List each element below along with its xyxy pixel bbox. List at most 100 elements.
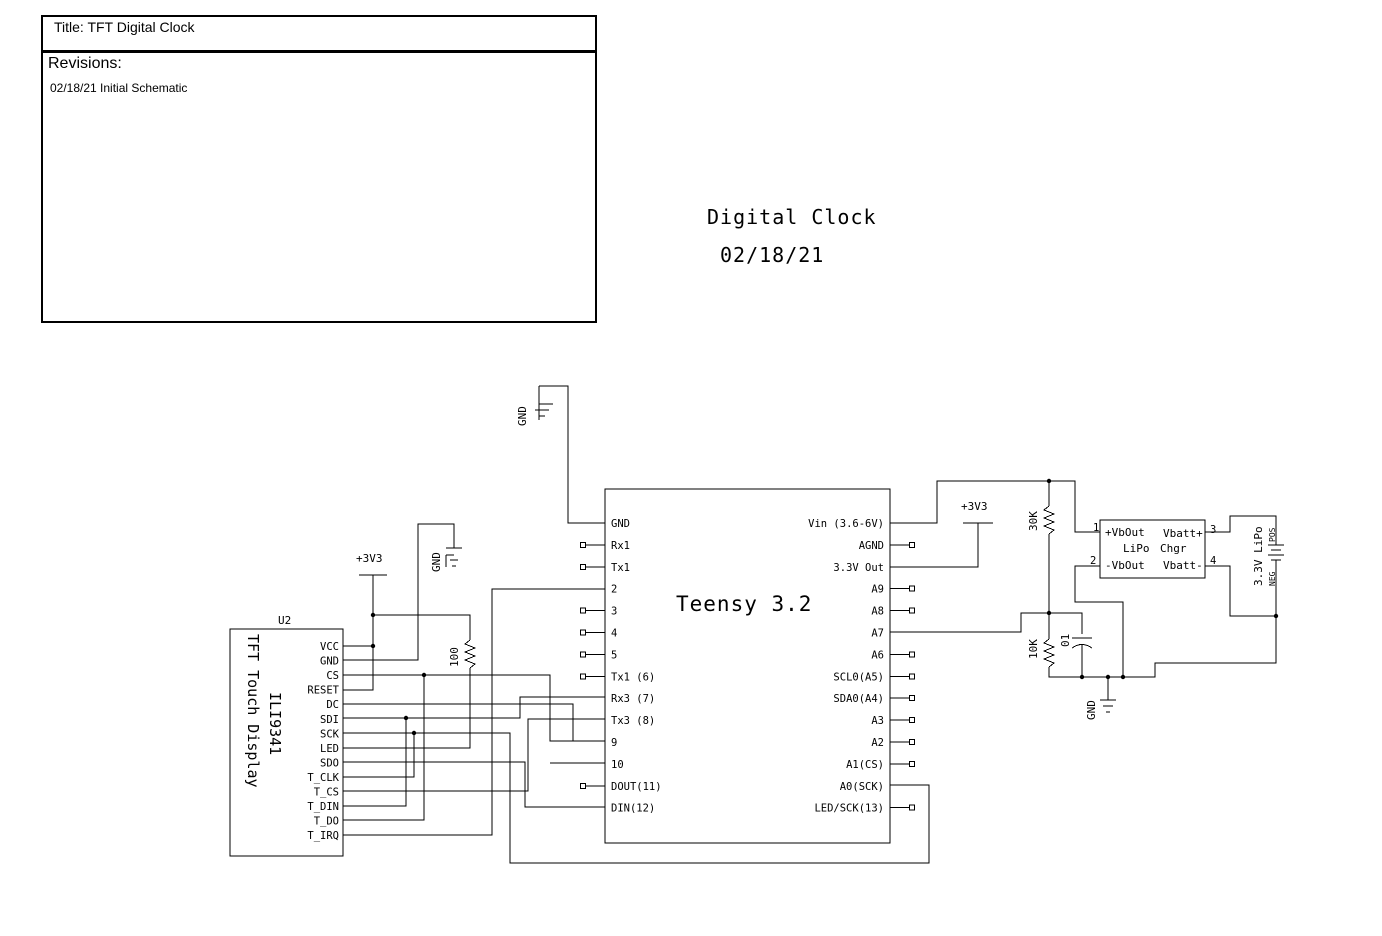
teensy-right-terminal-6 xyxy=(909,651,915,658)
display-pin-8: SDO xyxy=(320,757,339,769)
teensy-pin-left-8: Rx3 (7) xyxy=(611,693,655,705)
teensy-left-terminal-1 xyxy=(580,541,586,548)
teensy-pin-left-2: Tx1 xyxy=(611,562,630,574)
revision-entry: 02/18/21 Initial Schematic xyxy=(50,81,187,95)
display-pin-3: RESET xyxy=(307,685,339,697)
display-title: TFT Touch Display xyxy=(244,634,262,788)
teensy-right-terminal-1 xyxy=(909,541,915,548)
resistor-10k-label: 10K xyxy=(1027,639,1040,659)
charger-vbatt-minus: Vbatt- xyxy=(1163,559,1203,572)
charger-name-line2: Chgr xyxy=(1160,542,1187,555)
charger-vbout-minus: -VbOut xyxy=(1105,559,1145,572)
resistor-30k-label: 30K xyxy=(1027,511,1040,531)
teensy-right-terminal-10 xyxy=(909,739,915,745)
teensy-right-terminal-3 xyxy=(909,585,915,592)
teensy-pin-left-4: 3 xyxy=(611,606,617,618)
teensy-right-terminal-11 xyxy=(909,760,915,767)
display-pin-0: VCC xyxy=(320,641,339,653)
teensy-pin-right-7: SCL0(A5) xyxy=(833,671,884,683)
charger-pin-4: 4 xyxy=(1210,555,1216,567)
battery-pos: POS xyxy=(1268,527,1277,542)
v33-symbol-display: +3V3 xyxy=(343,552,471,691)
display-pin-1: GND xyxy=(320,656,339,668)
gnd-symbol-display: GND xyxy=(343,523,462,661)
teensy-pin-left-3: 2 xyxy=(611,584,617,596)
teensy-pin-right-13: LED/SCK(13) xyxy=(814,803,884,815)
teensy-pin-left-6: 5 xyxy=(611,649,617,661)
teensy-pin-right-1: AGND xyxy=(859,540,884,552)
capacitor-label: 01 xyxy=(1059,634,1072,647)
battery-neg: NEG xyxy=(1268,571,1277,586)
teensy-pin-right-0: Vin (3.6-6V) xyxy=(808,518,884,530)
charger-vbatt-plus: Vbatt+ xyxy=(1163,527,1203,540)
gnd-label-display: GND xyxy=(430,552,443,572)
title-text: Title: TFT Digital Clock xyxy=(54,19,196,35)
teensy-pin-left-0: GND xyxy=(611,518,630,530)
display-pin-13: T_IRQ xyxy=(307,830,339,842)
display-ref: U2 xyxy=(278,614,291,627)
display-pin-9: T_CLK xyxy=(307,772,339,784)
gnd-label-divider: GND xyxy=(1085,700,1098,720)
display-pin-5: SDI xyxy=(320,714,339,726)
teensy-right-terminal-8 xyxy=(909,695,915,702)
teensy-pin-right-12: A0(SCK) xyxy=(840,781,884,793)
v33-label-teensy: +3V3 xyxy=(961,500,988,513)
teensy-left-terminal-5 xyxy=(580,629,586,636)
resistor-100: 100 xyxy=(343,639,477,749)
charger-vbout-plus: +VbOut xyxy=(1105,526,1145,539)
display-pins: VCCGNDCSRESETDCSDISCKLEDSDOT_CLKT_CST_DI… xyxy=(307,641,339,842)
display-module: U2 ILI9341 TFT Touch Display VCCGNDCSRES… xyxy=(229,614,344,857)
display-pin-10: T_CS xyxy=(314,787,339,799)
gnd-symbol-teensy: GND xyxy=(516,385,605,524)
display-pin-6: SCK xyxy=(320,728,340,740)
title-block: Title: TFT Digital Clock Revisions: 02/1… xyxy=(41,15,597,323)
teensy-pin-right-2: 3.3V Out xyxy=(833,562,884,574)
lipo-charger: +VbOut -VbOut Vbatt+ Vbatt- LiPo Chgr 1 … xyxy=(1090,515,1279,619)
teensy-pin-left-13: DIN(12) xyxy=(611,803,655,815)
display-pin-11: T_DIN xyxy=(307,801,339,813)
teensy-right-terminal-9 xyxy=(909,717,915,724)
teensy-left-terminal-12 xyxy=(580,782,586,789)
display-chip-name: ILI9341 xyxy=(266,692,284,755)
teensy-pin-right-11: A1(CS) xyxy=(846,759,884,771)
teensy-right-terminal-4 xyxy=(909,607,915,614)
power-divider: 30K 10K 01 GND xyxy=(890,478,1277,720)
teensy-pin-right-5: A7 xyxy=(871,628,884,640)
teensy-pin-left-11: 10 xyxy=(611,759,624,771)
display-pin-4: DC xyxy=(326,699,339,711)
teensy-pin-right-4: A8 xyxy=(871,606,884,618)
charger-name-line1: LiPo xyxy=(1123,542,1150,555)
charger-pin-2: 2 xyxy=(1090,555,1096,567)
teensy-pin-right-10: A2 xyxy=(871,737,884,749)
teensy-pin-left-5: 4 xyxy=(611,628,617,640)
teensy-left-terminal-4 xyxy=(580,607,586,614)
v33-symbol-teensy: +3V3 xyxy=(890,500,993,568)
v33-label-display: +3V3 xyxy=(356,552,383,565)
teensy-left-terminal-7 xyxy=(580,673,586,680)
teensy-left-terminal-6 xyxy=(580,651,586,658)
display-pin-12: T_DO xyxy=(314,816,339,828)
display-pin-7: LED xyxy=(320,743,339,755)
teensy-pin-right-8: SDA0(A4) xyxy=(833,693,884,705)
teensy-pin-left-12: DOUT(11) xyxy=(611,781,662,793)
teensy-pin-right-6: A6 xyxy=(871,649,884,661)
sheet-heading-date: 02/18/21 xyxy=(720,243,824,267)
lipo-battery: 3.3V LiPo POS NEG xyxy=(1252,526,1284,586)
teensy-left-terminal-2 xyxy=(580,563,586,570)
gnd-label-teensy: GND xyxy=(516,406,529,426)
revisions-label: Revisions: xyxy=(48,55,122,72)
teensy-name: Teensy 3.2 xyxy=(676,592,812,616)
teensy-right-pins: Vin (3.6-6V) AGND 3.3V OutA9A8A7A6SCL0(A5)… xyxy=(808,518,915,815)
teensy-pin-left-9: Tx3 (8) xyxy=(611,715,655,727)
teensy-right-terminal-13 xyxy=(909,804,915,811)
display-teensy-wiring xyxy=(343,588,930,864)
teensy-pin-right-3: A9 xyxy=(871,584,884,596)
charger-pin-1: 1 xyxy=(1093,522,1099,534)
teensy-pin-left-7: Tx1 (6) xyxy=(611,671,655,683)
teensy-right-terminal-7 xyxy=(909,673,915,680)
battery-label: 3.3V LiPo xyxy=(1252,526,1265,586)
charger-pin-3: 3 xyxy=(1210,524,1216,536)
